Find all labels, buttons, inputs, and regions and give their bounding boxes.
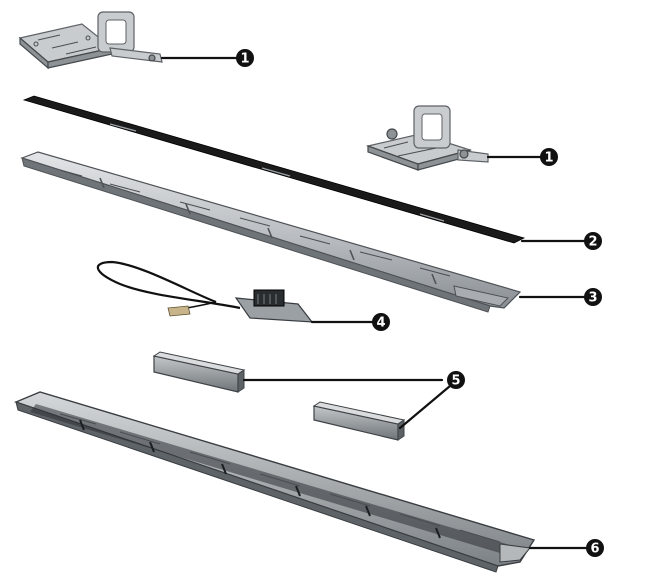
cable-assembly [96,260,314,323]
display-bezel [14,391,536,573]
hinge-right [365,105,489,171]
callout-5: 5 [447,371,465,389]
callout-4: 4 [372,313,390,331]
leader-5b [398,384,452,430]
svg-text:4: 4 [376,316,385,331]
svg-text:5: 5 [451,374,460,389]
callout-3: 3 [584,288,602,306]
callout-1a: 1 [236,49,254,67]
callout-1b: 1 [540,148,558,166]
callout-6: 6 [586,539,604,557]
svg-text:2: 2 [588,235,597,250]
hinge-cover [20,151,522,313]
rubber-block-left [152,351,246,393]
callout-2: 2 [584,232,602,250]
hinge-left [18,11,163,70]
rubber-block-right [312,401,406,441]
svg-text:1: 1 [544,151,553,166]
hinge-cover-strip [22,95,526,244]
svg-text:1: 1 [240,52,249,67]
svg-text:6: 6 [590,542,599,557]
svg-text:3: 3 [588,291,597,306]
